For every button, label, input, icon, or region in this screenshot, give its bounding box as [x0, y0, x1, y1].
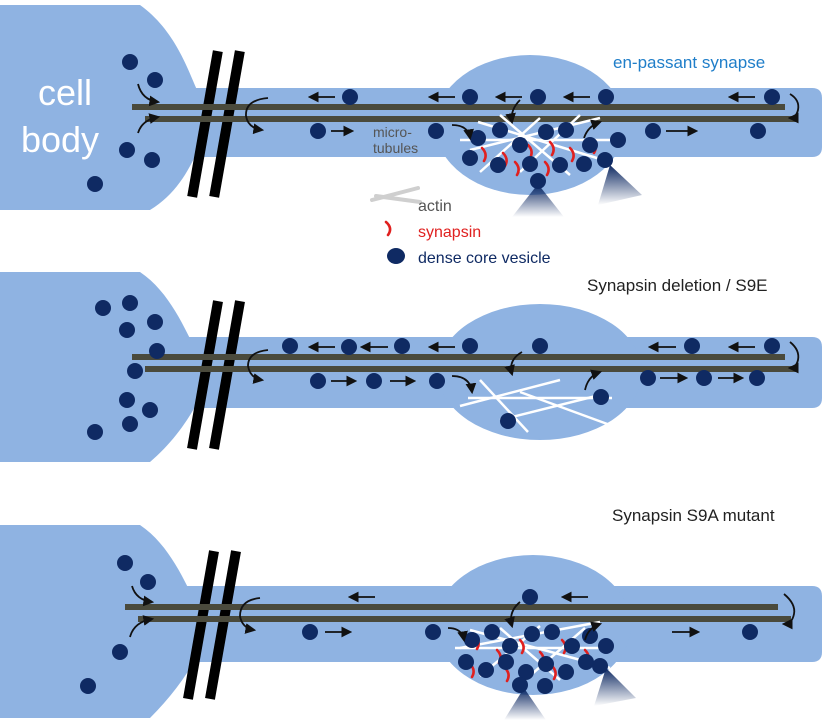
panel-title: Synapsin deletion / S9E: [587, 276, 768, 295]
legend-vesicle-label: dense core vesicle: [418, 250, 551, 267]
panel-en-passant-synapse: actin synapsin dense core vesicle cell b…: [0, 5, 822, 267]
release-sites: [512, 165, 642, 217]
panel-synapsin-deletion: Synapsin deletion / S9E: [0, 272, 822, 462]
microtubules-label: micro- tubules: [373, 124, 418, 156]
axon-break-bar: [183, 550, 219, 700]
panel-title: Synapsin S9A mutant: [612, 506, 775, 525]
panel-synapsin-s9a-mutant: Synapsin S9A mutant: [0, 506, 822, 720]
actin-legend-icon: [370, 186, 422, 204]
panel-title: en-passant synapse: [613, 53, 765, 72]
legend-synapsin-label: synapsin: [418, 224, 481, 241]
cell-body-shape: [0, 525, 196, 718]
dense-core-vesicles: [80, 555, 758, 694]
synapsin-legend-icon: [384, 220, 392, 237]
dense-core-vesicles: [87, 54, 780, 192]
vesicle-legend-icon: [387, 248, 405, 264]
legend-actin-label: actin: [418, 198, 452, 215]
actin-network: [459, 378, 612, 433]
transport-arrows: [129, 585, 796, 643]
axon-break-bar: [187, 50, 223, 198]
transport-arrows: [137, 83, 800, 141]
axon-break-bar: [205, 550, 241, 700]
cell-body-label: cell body: [21, 72, 102, 160]
axon-break-bar: [187, 300, 223, 450]
axon-break-bar: [209, 50, 245, 198]
dense-core-vesicles: [87, 295, 780, 440]
axon-break-bar: [209, 300, 245, 450]
legend: actin synapsin dense core vesicle: [370, 186, 551, 267]
transport-arrows: [247, 341, 800, 395]
release-sites: [504, 668, 636, 720]
synapse-bouton: [435, 55, 625, 195]
